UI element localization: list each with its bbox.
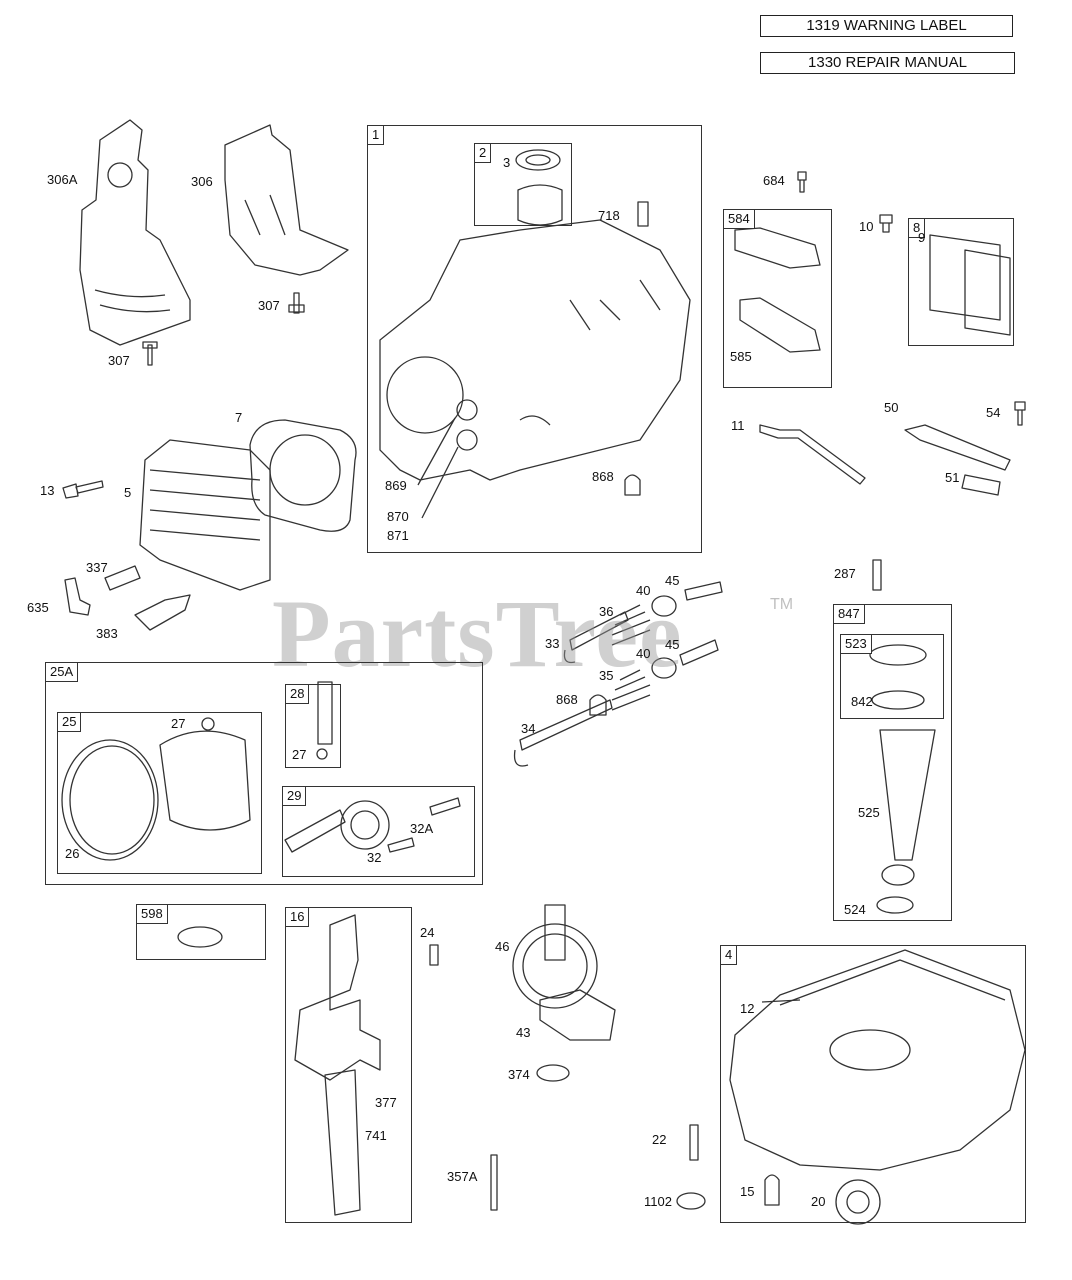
- group-box-598[interactable]: 598: [136, 904, 266, 960]
- warning-label-link[interactable]: 1319 WARNING LABEL: [760, 15, 1013, 37]
- group-box-584[interactable]: 584: [723, 209, 832, 388]
- part-label-383[interactable]: 383: [96, 626, 118, 641]
- group-id-847: 847: [833, 604, 865, 624]
- part-label-741[interactable]: 741: [365, 1128, 387, 1143]
- part-label-3[interactable]: 3: [503, 155, 511, 170]
- part-label-27b[interactable]: 27: [292, 747, 307, 762]
- part-label-32A[interactable]: 32A: [410, 821, 434, 836]
- shield-306a: [79, 119, 191, 346]
- part-label-868b[interactable]: 868: [556, 692, 578, 707]
- part-label-585[interactable]: 585: [730, 349, 752, 364]
- group-id-1: 1: [367, 125, 385, 145]
- part-label-35[interactable]: 35: [599, 668, 614, 683]
- part-label-54[interactable]: 54: [986, 405, 1001, 420]
- part-label-34[interactable]: 34: [521, 721, 536, 736]
- group-id-8: 8: [908, 218, 926, 238]
- part-label-32[interactable]: 32: [367, 850, 382, 865]
- group-id-4: 4: [720, 945, 738, 965]
- part-label-374[interactable]: 374: [508, 1067, 530, 1082]
- part-label-524[interactable]: 524: [844, 902, 866, 917]
- part-label-50[interactable]: 50: [884, 400, 899, 415]
- part-label-13[interactable]: 13: [40, 483, 55, 498]
- part-label-45a[interactable]: 45: [665, 573, 680, 588]
- part-label-33[interactable]: 33: [545, 636, 560, 651]
- part-label-45b[interactable]: 45: [665, 637, 680, 652]
- part-label-24[interactable]: 24: [420, 925, 435, 940]
- part-label-15[interactable]: 15: [740, 1184, 755, 1199]
- part-label-337[interactable]: 337: [86, 560, 108, 575]
- group-box-16[interactable]: 16: [285, 907, 412, 1223]
- group-box-29[interactable]: 29: [282, 786, 475, 877]
- group-id-16: 16: [285, 907, 310, 927]
- part-label-869[interactable]: 869: [385, 478, 407, 493]
- group-box-847[interactable]: 847: [833, 604, 952, 921]
- part-label-40b[interactable]: 40: [636, 646, 651, 661]
- group-id-29: 29: [282, 786, 307, 806]
- part-label-718[interactable]: 718: [598, 208, 620, 223]
- part-label-525[interactable]: 525: [858, 805, 880, 820]
- part-label-27a[interactable]: 27: [171, 716, 186, 731]
- group-box-28[interactable]: 28: [285, 684, 341, 768]
- group-box-25[interactable]: 25: [57, 712, 262, 874]
- part-label-46[interactable]: 46: [495, 939, 510, 954]
- watermark-tm: TM: [770, 596, 794, 613]
- part-label-9[interactable]: 9: [918, 230, 926, 245]
- repair-manual-link[interactable]: 1330 REPAIR MANUAL: [760, 52, 1015, 74]
- part-label-5[interactable]: 5: [124, 485, 132, 500]
- part-label-51[interactable]: 51: [945, 470, 960, 485]
- shield-306: [224, 124, 349, 276]
- part-label-357A[interactable]: 357A: [447, 1169, 478, 1184]
- part-label-36[interactable]: 36: [599, 604, 614, 619]
- part-label-7[interactable]: 7: [235, 410, 243, 425]
- part-label-684[interactable]: 684: [763, 173, 785, 188]
- part-label-43[interactable]: 43: [516, 1025, 531, 1040]
- part-label-10[interactable]: 10: [859, 219, 874, 234]
- watermark-text: PartsTree: [272, 580, 683, 687]
- part-label-307a[interactable]: 307: [258, 298, 280, 313]
- part-label-870[interactable]: 870: [387, 509, 409, 524]
- group-id-523: 523: [840, 634, 872, 654]
- part-label-871[interactable]: 871: [387, 528, 409, 543]
- crankcase-cover: [729, 949, 1026, 1171]
- cylinder-block: [379, 219, 691, 481]
- part-label-868a[interactable]: 868: [592, 469, 614, 484]
- group-box-2[interactable]: 2: [474, 143, 572, 226]
- part-label-306[interactable]: 306: [191, 174, 213, 189]
- group-box-25A[interactable]: 25A: [45, 662, 483, 885]
- crankshaft: [294, 914, 381, 1081]
- part-label-12[interactable]: 12: [740, 1001, 755, 1016]
- group-id-25A: 25A: [45, 662, 79, 682]
- group-id-598: 598: [136, 904, 168, 924]
- group-id-584: 584: [723, 209, 755, 229]
- part-label-22[interactable]: 22: [652, 1132, 667, 1147]
- part-label-306A[interactable]: 306A: [47, 172, 78, 187]
- group-box-8[interactable]: 8: [908, 218, 1014, 346]
- group-box-523[interactable]: 523: [840, 634, 944, 719]
- group-id-28: 28: [285, 684, 310, 704]
- group-box-4[interactable]: 4: [720, 945, 1026, 1223]
- part-label-11[interactable]: 11: [731, 418, 745, 433]
- part-label-287[interactable]: 287: [834, 566, 856, 581]
- part-label-377[interactable]: 377: [375, 1095, 397, 1110]
- group-id-2: 2: [474, 143, 492, 163]
- part-label-635[interactable]: 635: [27, 600, 49, 615]
- cylinder-head: [139, 439, 271, 591]
- part-label-40a[interactable]: 40: [636, 583, 651, 598]
- part-label-307b[interactable]: 307: [108, 353, 130, 368]
- part-label-842[interactable]: 842: [851, 694, 873, 709]
- part-label-20[interactable]: 20: [811, 1194, 826, 1209]
- part-label-26[interactable]: 26: [65, 846, 80, 861]
- group-box-1[interactable]: 1: [367, 125, 702, 553]
- group-id-25: 25: [57, 712, 82, 732]
- part-label-1102[interactable]: 1102: [644, 1194, 672, 1209]
